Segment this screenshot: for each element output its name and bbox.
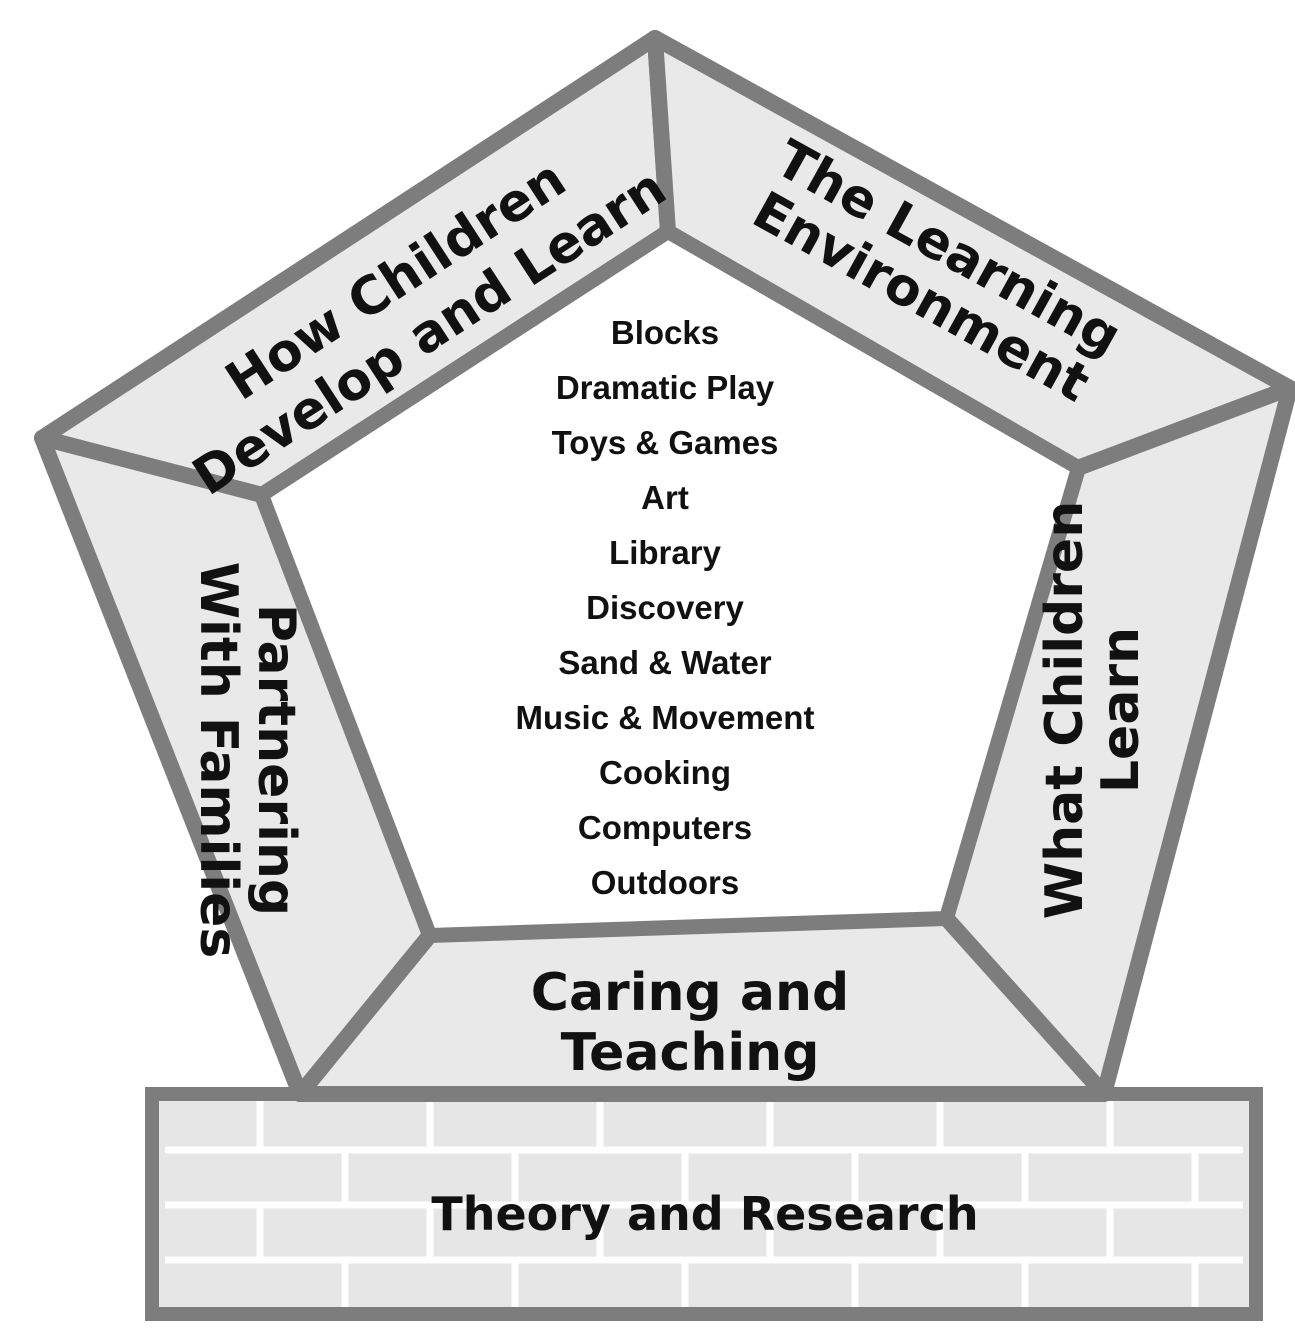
label-partnering-line1: Partnering [246, 604, 306, 916]
label-what-children-line1: What Children [1035, 501, 1095, 919]
label-caring-line1: Caring and [531, 963, 849, 1023]
center-pentagon [255, 225, 1085, 942]
label-what-children-line2: Learn [1091, 627, 1151, 793]
label-what-children-learn: What Children Learn [1035, 501, 1151, 919]
label-caring-line2: Teaching [561, 1023, 820, 1083]
list-item: Outdoors [591, 864, 739, 901]
list-item: Toys & Games [552, 424, 779, 461]
interest-areas-list: Blocks Dramatic Play Toys & Games Art Li… [516, 314, 815, 901]
foundation-bricks [165, 1101, 1243, 1307]
list-item: Library [609, 534, 722, 571]
list-item: Computers [578, 809, 752, 846]
label-partnering-families: Partnering With Families [188, 562, 306, 959]
list-item: Art [641, 479, 689, 516]
foundation-label: Theory and Research [431, 1187, 978, 1241]
list-item: Discovery [586, 589, 744, 626]
list-item: Cooking [599, 754, 731, 791]
label-caring-teaching: Caring and Teaching [531, 963, 849, 1083]
list-item: Blocks [611, 314, 719, 351]
label-partnering-line2: With Families [188, 562, 248, 959]
list-item: Sand & Water [558, 644, 771, 681]
list-item: Dramatic Play [556, 369, 775, 406]
list-item: Music & Movement [516, 699, 815, 736]
foundation-base [145, 1087, 1263, 1321]
